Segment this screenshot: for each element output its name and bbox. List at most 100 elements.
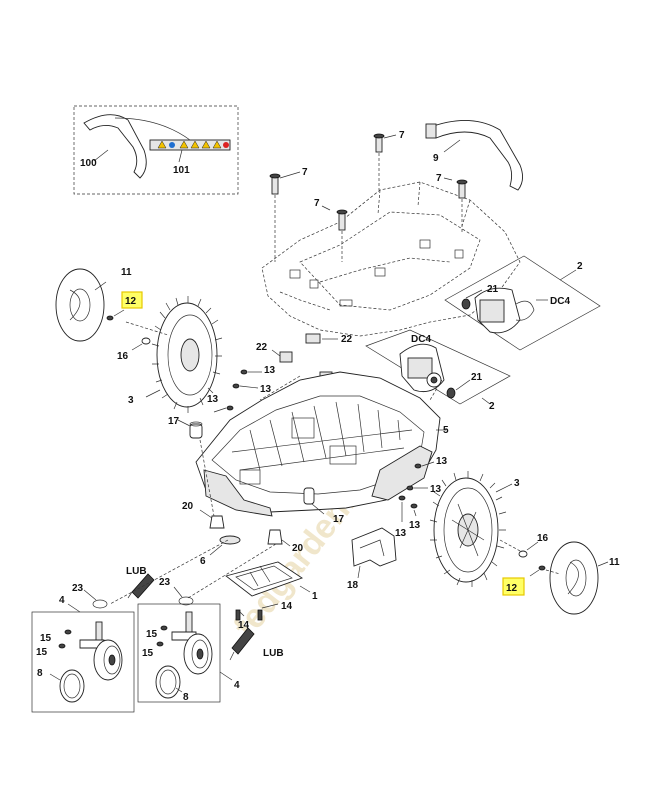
callout-lub-left: LUB: [126, 566, 147, 577]
callout-13-a: 13: [264, 365, 276, 376]
parts-20: 20 20: [182, 501, 304, 554]
callout-13-e: 13: [430, 484, 442, 495]
callout-3-right: 3: [514, 478, 520, 489]
callout-15-d: 15: [142, 648, 154, 659]
callout-13-g: 13: [409, 520, 421, 531]
tire-8-left: [59, 669, 85, 703]
callout-6: 6: [200, 556, 206, 567]
caster-box-left-frame: [31, 611, 135, 713]
callout-4-right: 4: [234, 680, 240, 691]
callout-1: 1: [312, 591, 318, 602]
ring-23-left: [92, 599, 108, 609]
callout-7-a: 7: [399, 130, 405, 141]
post-17-left: [189, 423, 203, 439]
callout-7-b: 7: [302, 167, 308, 178]
screws-13: 13 13 13 13 13 13 13: [207, 365, 448, 539]
callout-12-right-box: [502, 577, 525, 596]
callout-13-f: 13: [395, 528, 407, 539]
screws-7: 7 7 7 7: [269, 130, 468, 262]
screw-14-b: [235, 609, 241, 621]
motor-upper-frame: [444, 255, 601, 351]
callout-13-b: 13: [260, 384, 272, 395]
washer-21-lower: [446, 387, 456, 399]
chassis-ribs: [231, 401, 413, 471]
callout-14-b: 14: [238, 620, 250, 631]
top-shell-details: [289, 239, 464, 307]
part-6: 6: [200, 535, 241, 567]
callout-2-upper: 2: [577, 261, 583, 272]
base-tray-1: 1: [225, 561, 318, 602]
callout-20-right: 20: [292, 543, 304, 554]
rings-23: 23 23: [72, 577, 194, 609]
callout-11-right: 11: [609, 557, 620, 568]
screw-7-b: [269, 173, 281, 195]
screw-7-d: [456, 179, 468, 199]
callout-7-d: 7: [436, 173, 442, 184]
caster-box-right-frame: [137, 603, 221, 703]
caster-box-left: 4 15 15 8: [31, 595, 135, 713]
callout-17-right: 17: [333, 514, 345, 525]
callout-21-lower: 21: [471, 372, 483, 383]
lubricant-tubes: LUB LUB: [126, 566, 284, 661]
callout-8-right: 8: [183, 692, 189, 703]
callout-101: 101: [173, 165, 190, 176]
callout-18: 18: [347, 580, 359, 591]
left-wheel-assembly: 11 12 16 3: [55, 267, 223, 413]
callout-4-left: 4: [59, 595, 65, 606]
callout-23-right: 23: [159, 577, 171, 588]
screw-12-right: [538, 565, 546, 571]
callout-5: 5: [443, 425, 449, 436]
callout-7-c: 7: [314, 198, 320, 209]
callout-21-upper: 21: [487, 284, 499, 295]
callout-23-left: 23: [72, 583, 84, 594]
inset-frame: [73, 105, 239, 195]
handle-9: 9: [425, 120, 523, 191]
callout-15-a: 15: [40, 633, 52, 644]
callout-20-left: 20: [182, 501, 194, 512]
post-17-right: [303, 487, 315, 505]
callout-22-a: 22: [256, 342, 268, 353]
screws-14: 14 14: [235, 601, 293, 631]
lub-tube-right: [231, 627, 255, 655]
motor-lower-box: DC4 21 2: [365, 329, 511, 412]
callout-16-left: 16: [117, 351, 129, 362]
bracket-18: [351, 527, 397, 567]
callout-12-left-box: [121, 291, 143, 309]
callout-100: 100: [80, 158, 97, 169]
inset-handle-label: 100 101: [73, 105, 239, 195]
callout-15-b: 15: [36, 647, 48, 658]
posts-17: 17 17: [168, 416, 345, 525]
callout-dc4-upper: DC4: [550, 296, 570, 307]
callout-3-left: 3: [128, 395, 134, 406]
motor-upper-box: 21 DC4 2: [444, 255, 601, 351]
callout-16-right: 16: [537, 533, 549, 544]
callout-15-c: 15: [146, 629, 158, 640]
label-22-b: [305, 333, 321, 344]
screw-7-c: [336, 209, 348, 231]
right-wheel-assembly: 3 16 12 11: [429, 471, 620, 615]
wheel-3-left-treads: [151, 296, 223, 413]
chassis-5: 5: [195, 371, 449, 517]
callout-8-left: 8: [37, 668, 43, 679]
ring-23-right: [178, 596, 194, 606]
screw-7-a: [373, 133, 385, 153]
assembly-lines: [109, 321, 561, 605]
handle-part-100: [83, 114, 147, 179]
callout-12-right: 12: [506, 583, 518, 594]
caster-box-right: 4 15 15 8: [137, 603, 240, 703]
label-22-a: [279, 351, 293, 363]
caster-wheel-left: [93, 639, 123, 681]
part-20-right: [267, 529, 283, 545]
callout-13-d: 13: [436, 456, 448, 467]
callout-dc4-lower: DC4: [411, 334, 431, 345]
part-18: 18: [347, 527, 397, 591]
warning-icons: [157, 140, 229, 149]
callout-2-lower: 2: [489, 401, 495, 412]
washer-16-left: [141, 337, 151, 345]
screw-14-a: [257, 609, 263, 621]
washer-16-right: [518, 550, 528, 558]
callout-lub-right: LUB: [263, 648, 284, 659]
callout-14-a: 14: [281, 601, 293, 612]
